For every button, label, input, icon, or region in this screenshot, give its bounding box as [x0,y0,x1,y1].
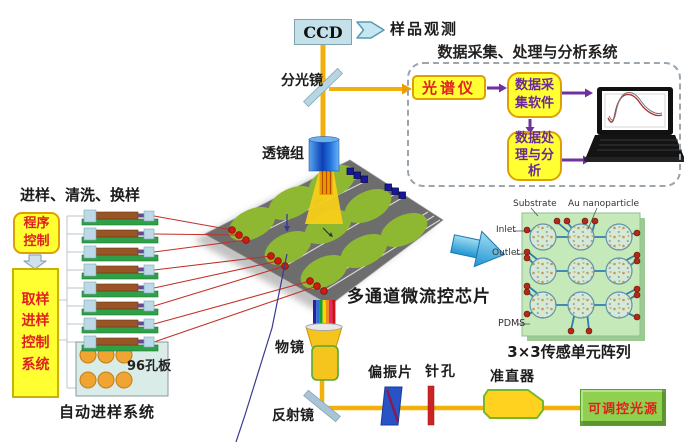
light-source-label: 可调控光源 [587,402,658,417]
collimator-element [483,389,544,419]
beam-splitter-mirror [303,67,343,108]
mirror-label: 反射镜 [272,408,314,424]
rainbow-beam [313,300,336,327]
light-cone [305,168,343,237]
sample-observation-label: 样品观测 [390,20,459,38]
sampling-control-label: 取样进样控制系统 [21,291,50,373]
ccd-camera-box: CCD [294,19,352,45]
lens-group-cylinder [308,136,340,172]
objective-label: 物镜 [275,340,305,356]
polarizer-element [380,386,403,426]
pinhole-label: 针孔 [425,364,457,380]
spectrometer-box: 光谱仪 [412,75,486,100]
detail-leaders [513,207,598,325]
polarizer-label: 偏振片 [368,365,413,381]
ccd-label: CCD [303,22,343,42]
syringe-row [81,335,159,352]
outlet-label: Outlet [492,248,520,258]
substrate-label: Substrate [513,199,557,209]
syringe-row [81,299,159,316]
pinhole-element [427,385,435,426]
program-control-box: 程序控制 [13,212,60,254]
spectrometer-label: 光谱仪 [421,79,476,97]
acquisition-software-box: 数据采集软件 [507,72,562,118]
lens-group-label: 透镜组 [262,146,304,162]
laptop [584,87,684,162]
program-control-down-arrow [23,254,47,270]
beam-splitter-label: 分光镜 [281,73,323,89]
daq-system-boundary [407,62,681,187]
reflector-mirror [303,389,341,423]
spectrum-curve-gray [608,92,663,121]
syringe-row [81,263,159,280]
objective-lens [305,323,343,381]
sampling-header-label: 进样、清洗、换样 [20,186,141,204]
channel-pointer [235,214,290,442]
detail-ports [523,217,641,335]
chip-outlet-ports [346,167,406,199]
acquisition-software-label: 数据采集软件 [514,78,554,111]
processing-analysis-box: 数据处理与分析 [507,131,562,181]
program-control-label: 程序控制 [23,215,50,249]
chip-label: 多通道微流控芯片 [347,287,491,307]
well-plate-label: 96孔板 [127,359,172,374]
sample-observation-arrow [356,21,385,39]
collimator-label: 准直器 [490,369,535,385]
detail-zoom-arrow [450,230,506,268]
sensor-array-caption: 3×3传感单元阵列 [507,343,631,361]
au-nanoparticle-label: Au nanoparticle [568,199,640,209]
syringe-row [81,317,159,334]
light-source-box: 可调控光源 [580,389,666,426]
syringe-bank [81,209,159,352]
chip-inlet-ports [228,226,328,295]
syringe-row [81,209,159,226]
syringe-row [81,281,159,298]
inlet-label: Inlet [496,225,516,235]
detail-sensors [529,223,633,319]
well-plate [75,341,169,397]
sensor-array-detail [513,207,645,341]
daq-system-title: 数据采集、处理与分析系统 [437,43,618,61]
processing-analysis-label: 数据处理与分析 [514,130,554,180]
control-wiring [59,215,84,389]
pdms-label: PDMS [498,318,526,329]
syringe-row [81,227,159,244]
syringe-row [81,245,159,262]
sampling-control-box: 取样进样控制系统 [12,268,59,398]
capillary-lines [153,215,318,343]
autosampler-caption: 自动进样系统 [59,403,156,421]
